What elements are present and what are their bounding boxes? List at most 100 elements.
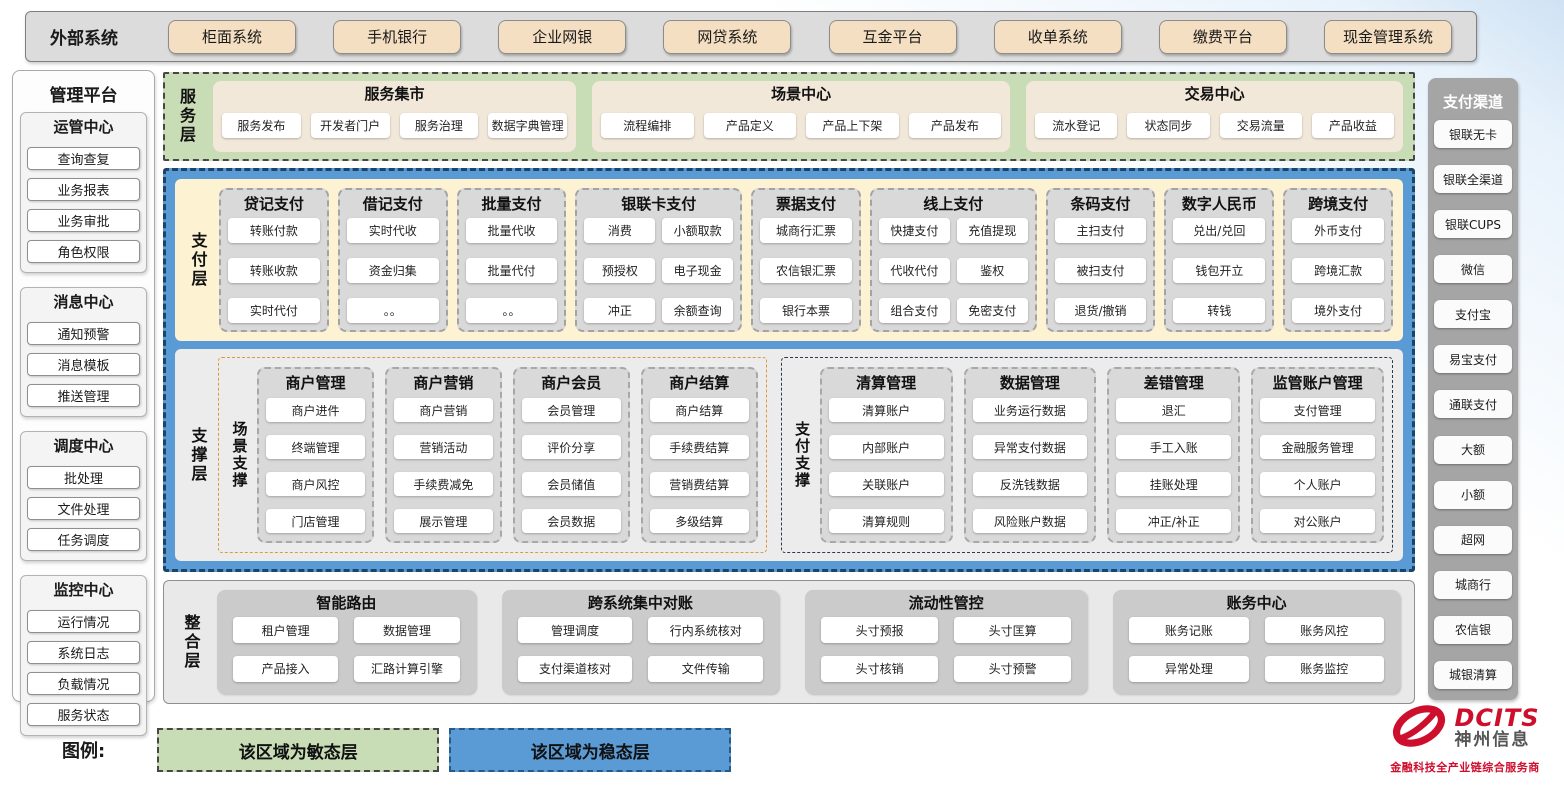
integration-item-button[interactable]: 头寸匡算 [954,617,1072,643]
support-item-button[interactable]: 手续费结算 [649,435,749,459]
integration-item-button[interactable]: 管理调度 [517,617,633,643]
external-system-button[interactable]: 网贷系统 [663,19,792,54]
payment-item-button[interactable]: 小额取款 [662,218,734,243]
integration-item-button[interactable]: 头寸预警 [954,655,1072,682]
integration-item-button[interactable]: 行内系统核对 [648,617,764,643]
support-item-button[interactable]: 多级结算 [649,509,749,533]
support-item-button[interactable]: 风险账户数据 [972,509,1088,533]
payment-item-button[interactable]: 电子现金 [662,258,734,283]
support-item-button[interactable]: 门店管理 [266,509,365,533]
management-item-button[interactable]: 查询查复 [27,147,140,170]
payment-item-button[interactable]: 预授权 [584,258,656,283]
external-system-button[interactable]: 柜面系统 [168,19,296,54]
service-item-button[interactable]: 产品上下架 [806,113,899,138]
payment-item-button[interactable]: 跨境汇款 [1292,258,1385,283]
external-system-button[interactable]: 现金管理系统 [1323,19,1452,54]
payment-item-button[interactable]: 银行本票 [760,298,852,323]
payment-item-button[interactable]: 余额查询 [662,298,734,323]
support-item-button[interactable]: 营销活动 [393,435,493,459]
payment-item-button[interactable]: 免密支付 [956,298,1028,323]
payment-item-button[interactable]: 资金归集 [346,258,439,283]
support-item-button[interactable]: 反洗钱数据 [972,472,1088,496]
management-item-button[interactable]: 运行情况 [27,610,140,633]
support-item-button[interactable]: 清算规则 [828,509,944,533]
integration-item-button[interactable]: 文件传输 [648,655,764,682]
integration-item-button[interactable]: 产品接入 [233,655,339,682]
integration-item-button[interactable]: 头寸预报 [821,617,939,643]
service-item-button[interactable]: 产品发布 [908,113,1002,138]
support-item-button[interactable]: 商户进件 [266,398,365,422]
payment-channel-button[interactable]: 微信 [1434,255,1512,284]
external-system-button[interactable]: 收单系统 [993,19,1122,54]
payment-item-button[interactable]: 转账收款 [228,258,320,283]
management-item-button[interactable]: 系统日志 [27,641,140,664]
payment-item-button[interactable]: 快捷支付 [878,218,950,243]
support-item-button[interactable]: 退汇 [1116,398,1232,422]
payment-item-button[interactable]: 实时代付 [228,298,320,323]
payment-channel-button[interactable]: 银联无卡 [1434,120,1512,148]
payment-item-button[interactable]: 消费 [584,218,656,243]
support-item-button[interactable]: 商户结算 [649,398,749,422]
payment-channel-button[interactable]: 通联支付 [1434,390,1512,419]
payment-channel-button[interactable]: 小额 [1434,480,1512,509]
management-item-button[interactable]: 业务报表 [27,178,140,201]
payment-channel-button[interactable]: 银联全渠道 [1434,165,1512,194]
payment-item-button[interactable]: 代收代付 [878,258,950,283]
support-item-button[interactable]: 手续费减免 [393,472,493,496]
support-item-button[interactable]: 展示管理 [393,509,493,533]
support-item-button[interactable]: 会员储值 [521,472,621,496]
support-item-button[interactable]: 评价分享 [521,435,621,459]
support-item-button[interactable]: 业务运行数据 [972,398,1088,422]
management-item-button[interactable]: 文件处理 [27,497,140,520]
payment-channel-button[interactable]: 易宝支付 [1434,345,1512,374]
payment-item-button[interactable]: 批量代付 [465,258,558,283]
payment-channel-button[interactable]: 超网 [1434,525,1512,554]
payment-channel-button[interactable]: 银联CUPS [1434,210,1512,239]
support-item-button[interactable]: 终端管理 [266,435,365,459]
payment-item-button[interactable]: 退货/撤销 [1054,298,1147,323]
payment-channel-button[interactable]: 城银清算 [1434,660,1512,689]
support-item-button[interactable]: 金融服务管理 [1260,435,1376,459]
service-item-button[interactable]: 服务治理 [399,113,479,138]
payment-item-button[interactable]: 外币支付 [1292,218,1385,243]
payment-item-button[interactable]: 转钱 [1173,298,1266,323]
support-item-button[interactable]: 商户营销 [393,398,493,422]
payment-item-button[interactable]: 境外支付 [1292,298,1385,323]
external-system-button[interactable]: 企业网银 [498,19,627,54]
support-item-button[interactable]: 会员管理 [521,398,621,422]
support-item-button[interactable]: 关联账户 [828,472,944,496]
integration-item-button[interactable]: 账务记账 [1129,617,1249,643]
service-item-button[interactable]: 服务发布 [222,113,301,138]
integration-item-button[interactable]: 头寸核销 [821,655,939,682]
support-item-button[interactable]: 营销费结算 [649,472,749,496]
payment-item-button[interactable]: 。。 [465,298,558,323]
payment-item-button[interactable]: 实时代收 [346,218,439,243]
integration-item-button[interactable]: 租户管理 [233,617,339,643]
service-item-button[interactable]: 产品收益 [1311,113,1395,138]
management-item-button[interactable]: 服务状态 [27,703,140,726]
management-item-button[interactable]: 任务调度 [27,528,140,551]
payment-item-button[interactable]: 转账付款 [228,218,320,243]
support-item-button[interactable]: 挂账处理 [1116,472,1232,496]
service-item-button[interactable]: 流水登记 [1035,113,1118,138]
management-item-button[interactable]: 业务审批 [27,209,140,232]
payment-item-button[interactable]: 。。 [346,298,439,323]
management-item-button[interactable]: 角色权限 [27,240,140,263]
support-item-button[interactable]: 支付管理 [1260,398,1376,422]
payment-item-button[interactable]: 主扫支付 [1054,218,1147,243]
integration-item-button[interactable]: 汇路计算引擎 [354,655,460,682]
service-item-button[interactable]: 状态同步 [1127,113,1210,138]
management-item-button[interactable]: 消息模板 [27,353,140,376]
management-item-button[interactable]: 通知预警 [27,322,140,345]
external-system-button[interactable]: 手机银行 [333,19,462,54]
payment-item-button[interactable]: 兑出/兑回 [1173,218,1266,243]
support-item-button[interactable]: 对公账户 [1260,509,1376,533]
integration-item-button[interactable]: 账务监控 [1264,655,1384,682]
integration-item-button[interactable]: 数据管理 [354,617,460,643]
management-item-button[interactable]: 负载情况 [27,672,140,695]
payment-item-button[interactable]: 城商行汇票 [760,218,852,243]
payment-item-button[interactable]: 钱包开立 [1173,258,1266,283]
management-item-button[interactable]: 推送管理 [27,384,140,407]
payment-channel-button[interactable]: 农信银 [1434,615,1512,644]
management-item-button[interactable]: 批处理 [27,466,140,489]
